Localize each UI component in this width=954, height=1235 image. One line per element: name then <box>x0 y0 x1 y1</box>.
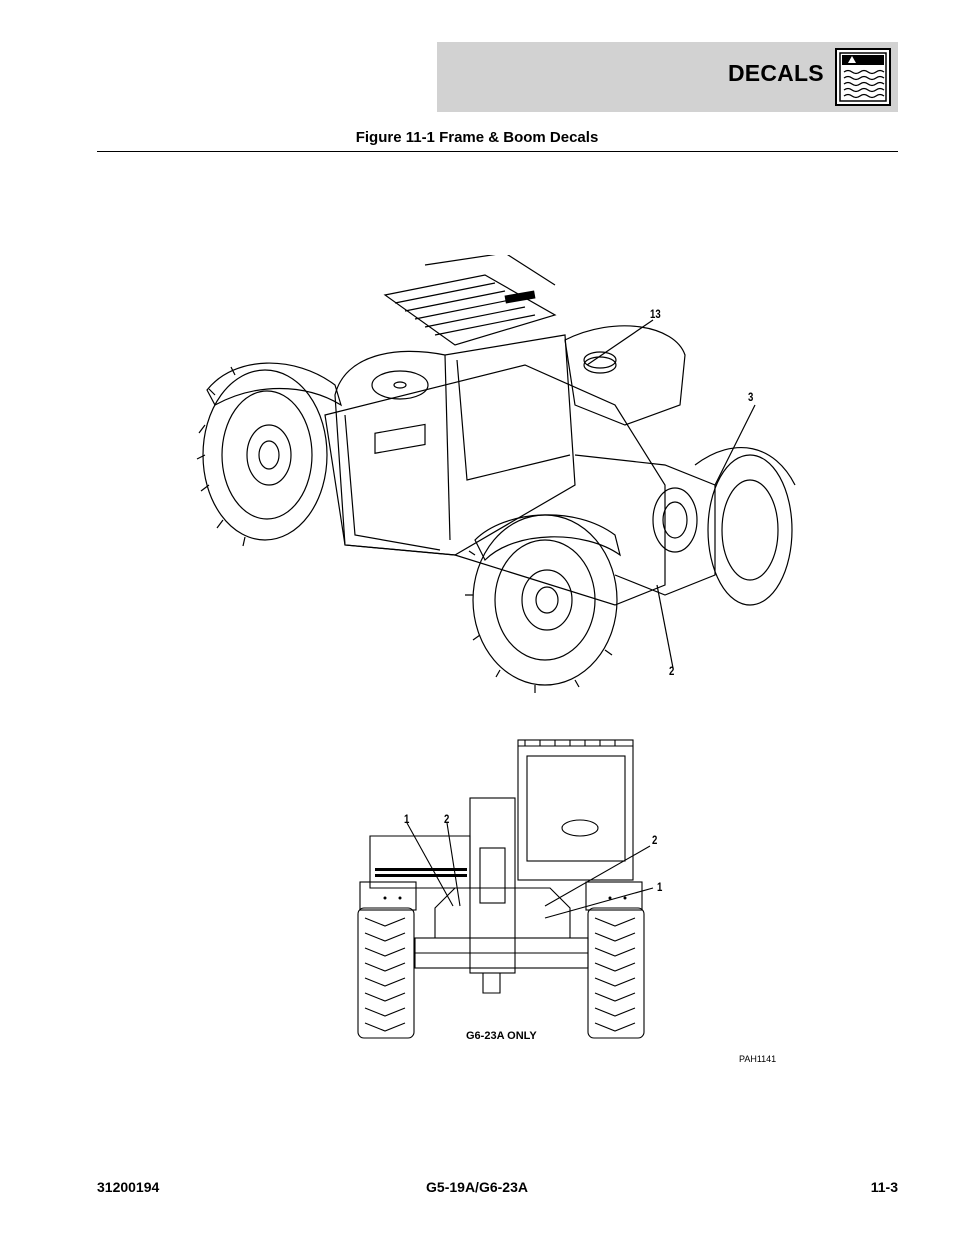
callout-1-left: 1 <box>404 812 410 826</box>
callout-13: 13 <box>650 307 661 321</box>
section-header-band <box>437 42 898 112</box>
decal-sign-icon <box>835 48 891 106</box>
figure-caption: Figure 11-1 Frame & Boom Decals <box>355 129 599 146</box>
callout-2-right: 2 <box>652 833 658 847</box>
footer-model: G5-19A/G6-23A <box>426 1179 528 1195</box>
telehandler-rear-iso-illustration <box>196 255 796 693</box>
illustration-reference-code: PAH1141 <box>739 1054 777 1064</box>
callout-2: 2 <box>669 664 675 678</box>
callout-2-left: 2 <box>444 812 450 826</box>
model-only-note: G6-23A ONLY <box>466 1030 537 1042</box>
callout-1-right: 1 <box>657 880 663 894</box>
footer-doc-number: 31200194 <box>97 1179 160 1195</box>
footer-page-number: 11-3 <box>870 1179 898 1195</box>
header-rule <box>97 151 898 152</box>
callout-3: 3 <box>748 390 754 404</box>
telehandler-rear-elevation-illustration <box>357 739 654 1039</box>
section-title: DECALS <box>728 60 824 86</box>
